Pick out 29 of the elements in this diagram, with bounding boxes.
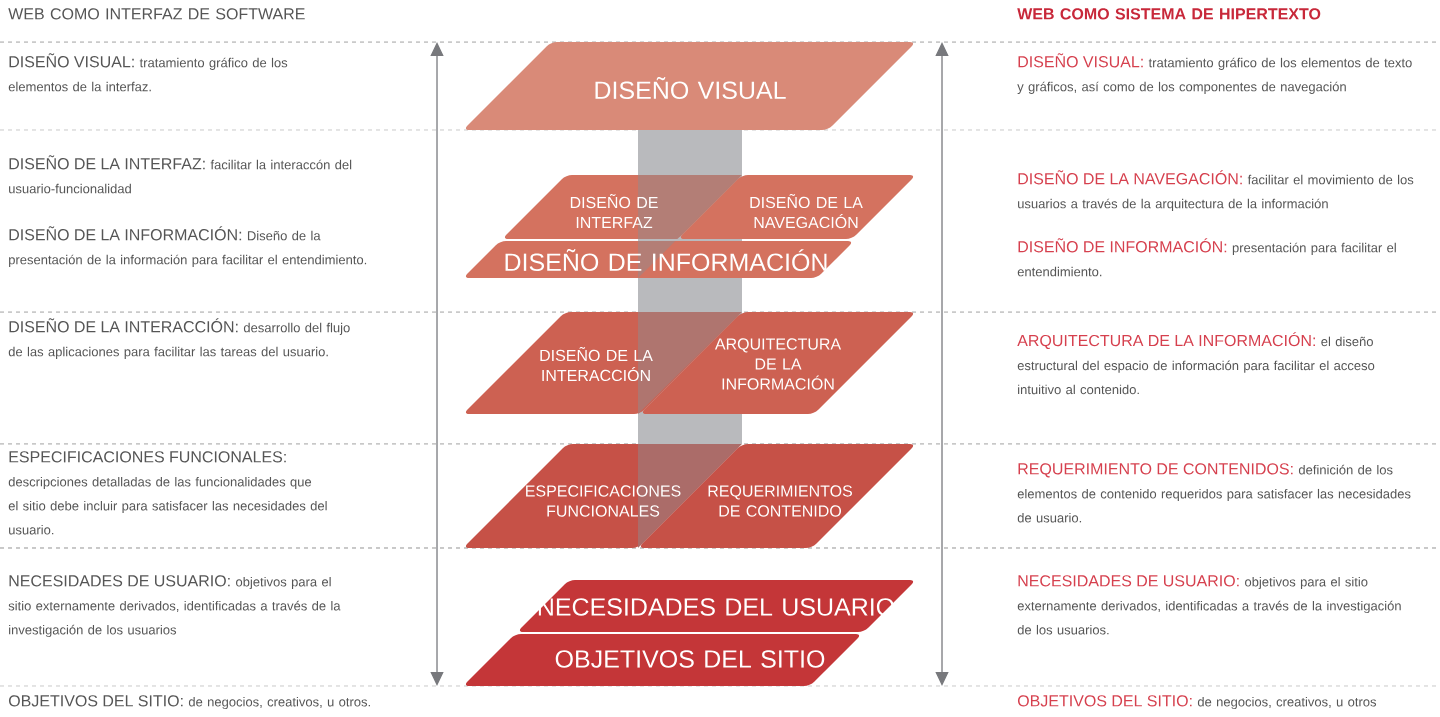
column-heading: WEB COMO INTERFAZ DE SOFTWARE — [8, 8, 305, 20]
description-text: DISEÑO VISUAL: tratamiento gráfico de los elementos de la interfaz. — [8, 53, 288, 92]
description-text: NECESIDADES DE USUARIO: objetivos para el sitio externamente derivados, identificadas a través de la investigación de los usuarios — [8, 575, 341, 638]
description-text: OBJETIVOS DEL SITIO: de negocios, creativos, u otros. — [8, 695, 370, 710]
label: entendimiento. — [1017, 266, 1102, 277]
description-text: DISEÑO DE LA INTERACCIÓN: desarrollo del flujo de las aplicaciones para facilitar las tareas del usuario. — [8, 318, 350, 359]
node-label: DISEÑO DE INFORMACIÓN — [505, 248, 827, 272]
label: facilitar la interaccón del — [210, 159, 352, 170]
column-heading: WEB COMO SISTEMA DE HIPERTEXTO — [1017, 8, 1321, 20]
node-label: OBJETIVOS DEL SITIO — [555, 650, 825, 668]
description-text: ARQUITECTURA DE LA INFORMACIÓN: el diseño estructural del espacio de información para facilitar el acceso intuitivo al contenido. — [1017, 332, 1375, 395]
description-text: DISEÑO DE INFORMACIÓN: presentación para facilitar el entendimiento. — [1017, 238, 1396, 277]
parallelogram-box: OBJETIVOS DEL SITIO — [465, 634, 860, 686]
description-text: REQUERIMIENTO DE CONTENIDOS: definición de los elementos de contenido requeridos para satisfacer las necesidades de usuario. — [1017, 463, 1411, 523]
description-text: ESPECIFICACIONES FUNCIONALES: descripciones detalladas de las funcionalidades que el sitio debe incluir para satisfacer las necesidades del usuario. — [8, 451, 327, 535]
description-text: NECESIDADES DE USUARIO: objetivos para el sitio externamente derivados, identificadas a través de la investigación de los usuarios. — [1017, 575, 1401, 635]
label: usuario-funcionalidad — [9, 183, 131, 194]
description-text: DISEÑO DE LA NAVEGACIÓN: facilitar el movimiento de los usuarios a través de la arquitectura de la información — [1018, 170, 1414, 211]
description-text: DISEÑO DE LA INTERFAZ: facilitar la interaccón del usuario-funcionalidad — [9, 155, 352, 194]
description-text: DISEÑO DE LA INFORMACIÓN: Diseño de la presentación de la información para facilitar el entendimiento. — [9, 226, 367, 267]
label: DISEÑO DE INFORMACIÓN: — [1018, 238, 1227, 253]
description-text: OBJETIVOS DEL SITIO: de negocios, creativos, u otros — [1017, 695, 1377, 710]
parallelogram-box: DISEÑO VISUAL — [465, 42, 914, 130]
label: presentación para facilitar el — [1232, 242, 1396, 255]
node-label: DISEÑO DE LA NAVEGACIÓN — [750, 193, 863, 229]
description-text: DISEÑO VISUAL: tratamiento gráfico de los elementos de texto y gráficos, así como de los componentes de navegación — [1017, 53, 1412, 94]
parallelogram-box: DISEÑO DE INFORMACIÓN — [465, 241, 852, 278]
label: DISEÑO DE LA INTERFAZ: — [9, 155, 205, 170]
node-label: DISEÑO DE INTERFAZ — [570, 193, 658, 229]
